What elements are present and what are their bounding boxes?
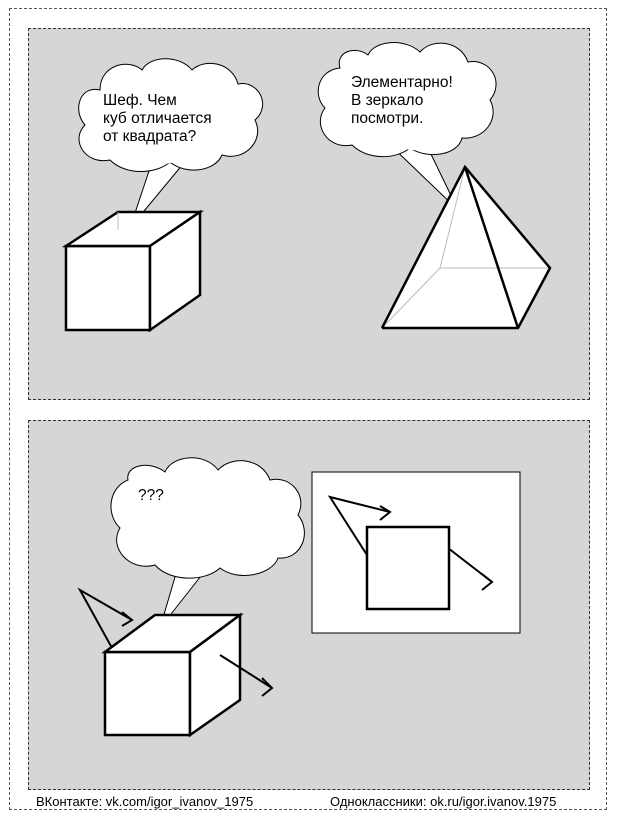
page-frame: [9, 8, 607, 810]
mirror-frame: [311, 471, 521, 634]
cube-with-arms: [77, 587, 274, 738]
bubble-left-text: Шеф. Чем куб отличается от квадрата?: [103, 92, 212, 145]
cube-drawing: [61, 209, 205, 333]
bubble-bottom-text: ???: [138, 487, 164, 504]
speech-bubble-bottom: [110, 457, 305, 629]
footer-ok-link: Одноклассники: ok.ru/igor.ivanov.1975: [330, 794, 557, 809]
speech-bubble-right: [317, 42, 497, 211]
footer-vk-link: ВКонтакте: vk.com/igor_ivanov_1975: [36, 794, 254, 809]
pyramid-drawing: [380, 164, 552, 330]
bubble-right-text: Элементарно! В зеркало посмотри.: [351, 74, 453, 127]
speech-bubble-left: [78, 58, 264, 229]
